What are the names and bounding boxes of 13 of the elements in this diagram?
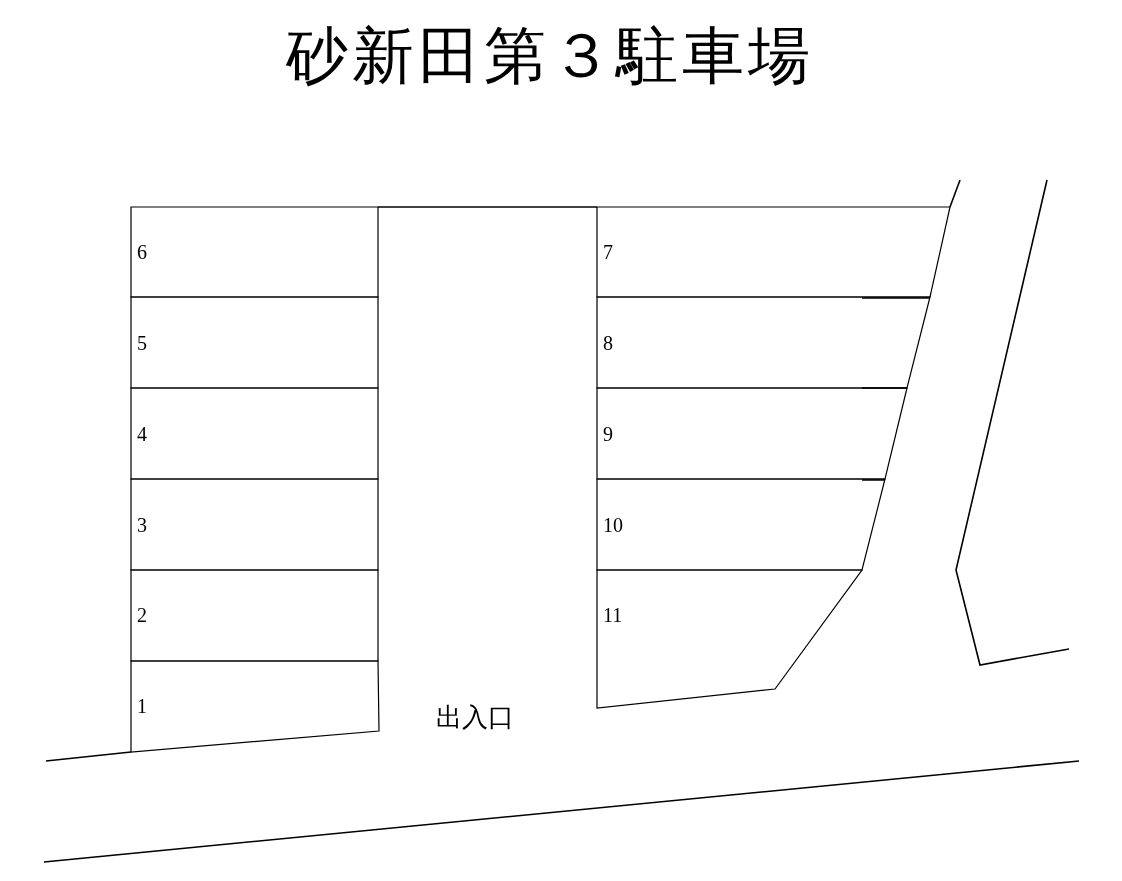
space-number: 11 [603, 605, 623, 625]
space-number: 8 [603, 333, 613, 353]
title: 砂新田第３駐車場 [285, 22, 815, 91]
space-number: 6 [137, 242, 147, 262]
space-number: 2 [137, 605, 147, 625]
space-number: 10 [603, 515, 623, 535]
space-number: 1 [137, 696, 147, 716]
space-number: 7 [603, 242, 613, 262]
space-number: 9 [603, 424, 613, 444]
space-number: 4 [137, 424, 147, 444]
space-number: 5 [137, 333, 147, 353]
entrance-label: 出入口 [436, 703, 514, 732]
space-number: 3 [137, 515, 147, 535]
